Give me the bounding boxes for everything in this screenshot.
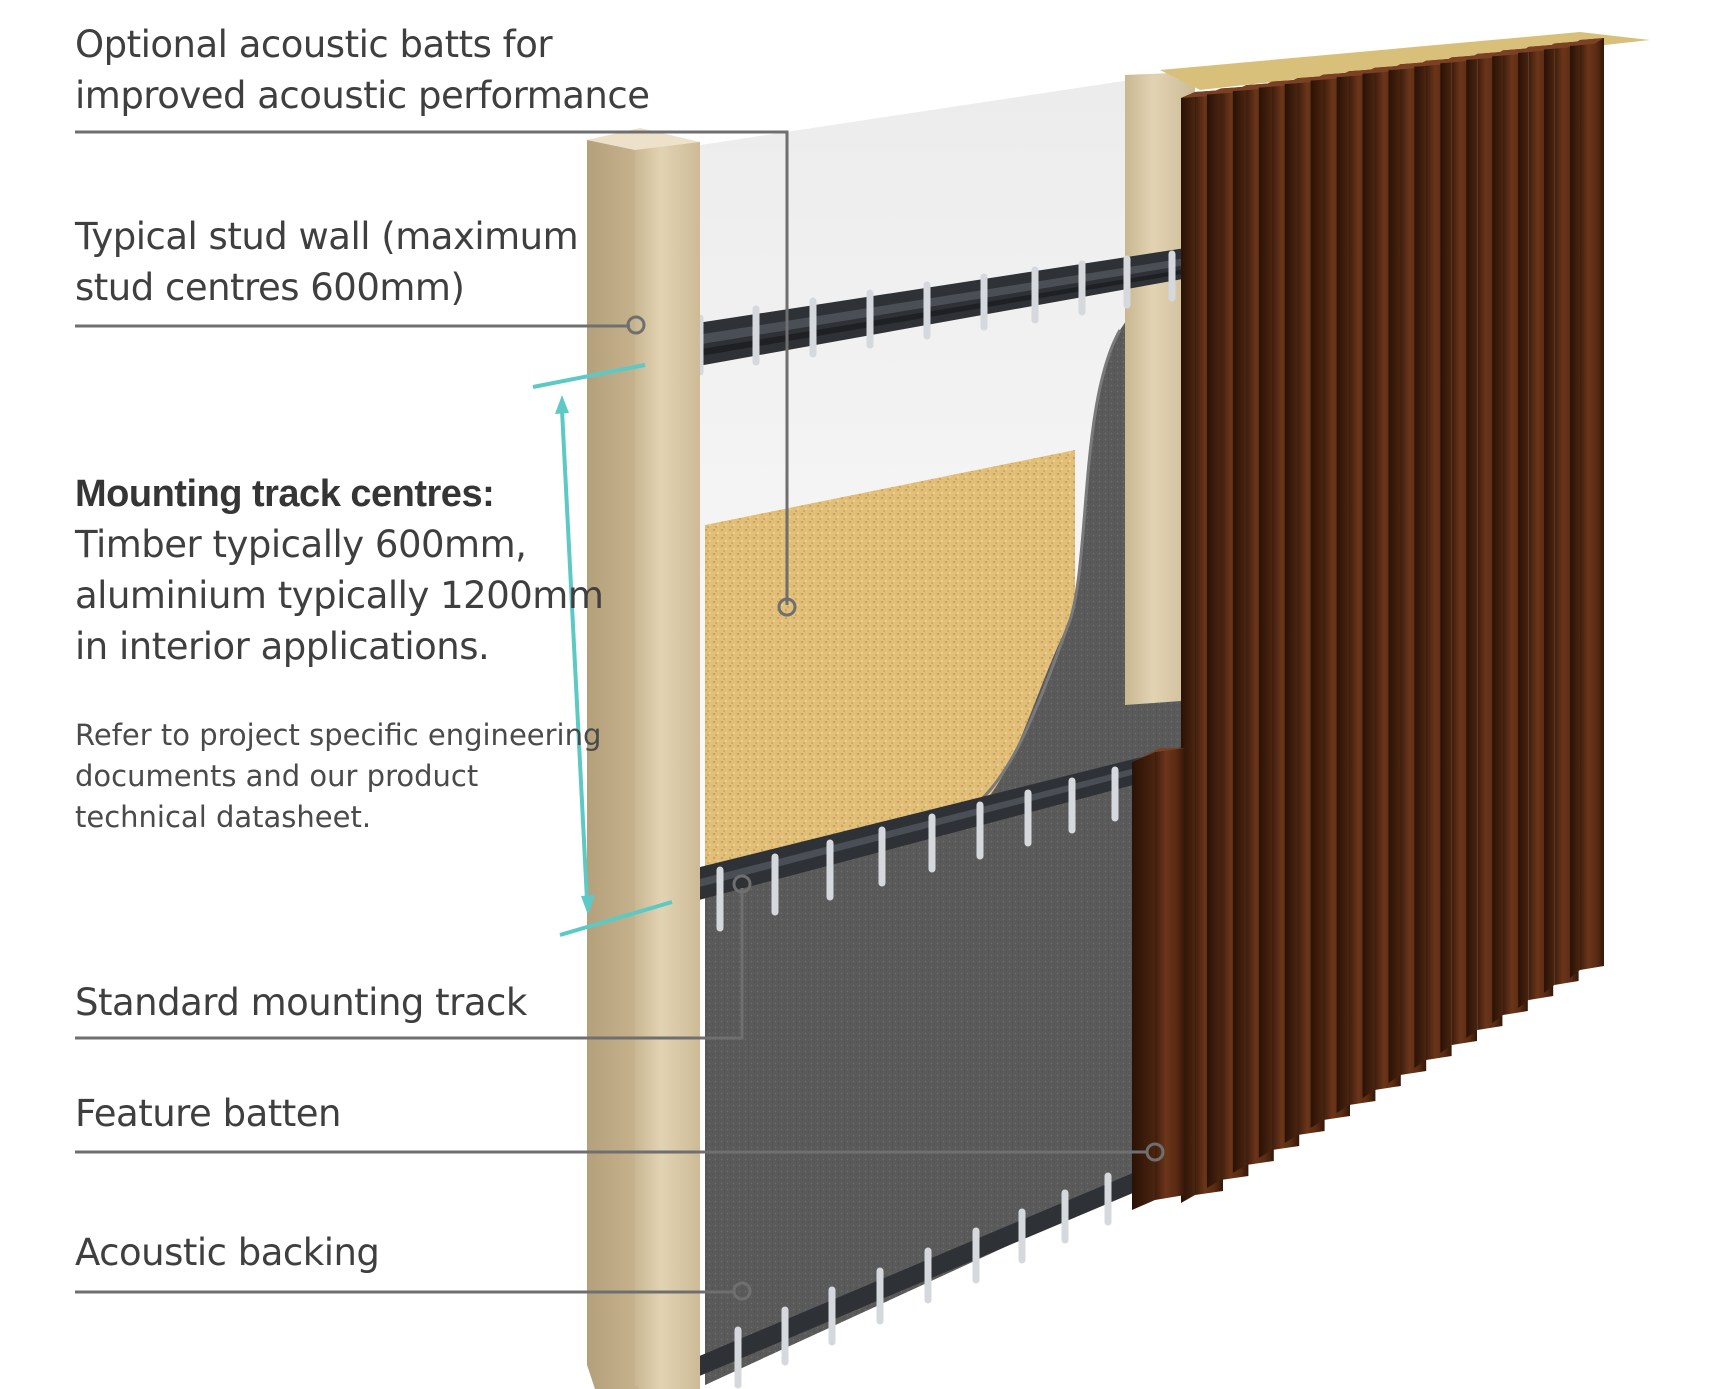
dimension-arrow-bottom — [581, 895, 595, 915]
label-standard-track-text: Standard mounting track — [75, 981, 527, 1024]
feature-batten-slat — [1570, 38, 1604, 978]
label-reference-note-line-1: Refer to project specific engineering — [75, 718, 602, 752]
label-reference-note-line-3: technical datasheet. — [75, 800, 372, 834]
track-clips-lower — [734, 1172, 1112, 1389]
callout-lines — [75, 130, 1165, 1301]
feature-batten-short — [1132, 748, 1185, 1210]
stud-right — [1125, 72, 1195, 705]
label-stud-wall: Typical stud wall (maximum stud centres … — [75, 211, 579, 313]
stud-left-top — [587, 128, 700, 150]
label-acoustic-batts-line-2: improved acoustic performance — [75, 74, 650, 117]
batten-top-surface — [1160, 32, 1650, 90]
acoustic-batt — [705, 450, 1075, 880]
label-standard-track: Standard mounting track — [75, 977, 527, 1028]
label-acoustic-backing-text: Acoustic backing — [75, 1231, 380, 1274]
callout-standard-track-line — [75, 888, 744, 1040]
dimension-tick-top — [532, 363, 646, 389]
label-feature-batten: Feature batten — [75, 1088, 341, 1139]
stud-left-face — [635, 132, 700, 1389]
label-track-centres: Mounting track centres: Timber typically… — [75, 469, 604, 672]
callout-acoustic-backing-dot — [732, 1281, 752, 1301]
dimension-line — [560, 409, 589, 901]
label-track-centres-body-1: Timber typically 600mm, — [75, 523, 527, 566]
callout-stud-wall-dot — [626, 315, 646, 335]
stud-left-side — [587, 132, 640, 1389]
label-stud-wall-line-1: Typical stud wall (maximum — [75, 215, 579, 258]
callout-acoustic-batts-dot — [777, 597, 797, 617]
label-stud-wall-line-2: stud centres 600mm) — [75, 266, 465, 309]
dimension-tick-bottom — [559, 900, 673, 937]
label-track-centres-body-2: aluminium typically 1200mm — [75, 574, 604, 617]
callout-standard-track-dot — [732, 874, 752, 894]
mounting-track-upper — [665, 245, 1205, 372]
label-track-centres-heading: Mounting track centres: — [75, 473, 495, 515]
label-track-centres-body-3: in interior applications. — [75, 625, 490, 668]
callout-feature-batten-dot — [1145, 1142, 1165, 1162]
label-acoustic-batts-line-1: Optional acoustic batts for — [75, 23, 553, 66]
acoustic-backing-edge — [959, 329, 1122, 817]
label-reference-note-line-2: documents and our product — [75, 759, 479, 793]
label-acoustic-backing: Acoustic backing — [75, 1227, 380, 1278]
label-feature-batten-text: Feature batten — [75, 1092, 341, 1135]
track-centres-dimension — [532, 363, 673, 937]
dimension-arrow-top — [555, 395, 569, 414]
label-acoustic-batts: Optional acoustic batts for improved aco… — [75, 19, 650, 121]
label-reference-note: Refer to project specific engineering do… — [75, 715, 601, 838]
feature-battens — [1181, 38, 1604, 1203]
mounting-track-lower — [690, 1170, 1140, 1380]
callout-acoustic-batts-line — [75, 130, 789, 605]
